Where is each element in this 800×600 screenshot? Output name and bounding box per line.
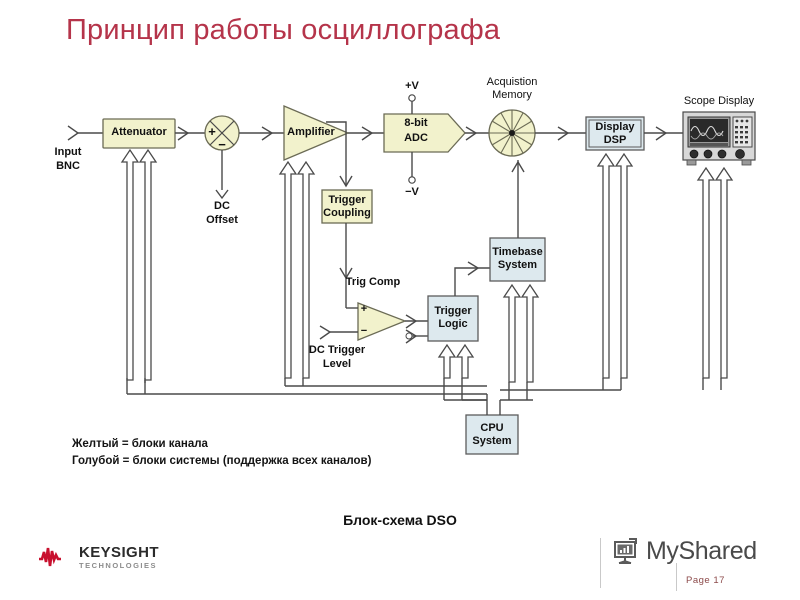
keysight-name: KEYSIGHT <box>79 544 159 561</box>
legend: Желтый = блоки канала Голубой = блоки си… <box>72 436 371 469</box>
diagram-caption: Блок-схема DSO <box>343 512 457 528</box>
amplifier-label: Amplifier <box>287 126 335 138</box>
summing-plus-label: + <box>208 124 216 139</box>
legend-line-yellow: Желтый = блоки канала <box>72 438 208 450</box>
adc-label-line1: 8-bit <box>404 117 428 129</box>
acquisition-memory-block <box>488 109 536 157</box>
amplifier-block <box>283 105 350 161</box>
wire-timebase-to-memory <box>511 160 525 238</box>
input-bnc-connector <box>67 125 103 141</box>
wire-coupling-to-comparator <box>339 223 353 308</box>
scope-display-label: Scope Display <box>683 95 755 107</box>
wire-memory-to-dsp <box>535 126 586 141</box>
supply-positive-label: +V <box>405 80 419 92</box>
cpu-system-label-line1: CPU <box>480 422 504 434</box>
scope-display-device <box>682 111 756 166</box>
acquisition-memory-label-line1: Acquistion <box>486 76 538 88</box>
myshared-name: MyShared <box>646 536 757 565</box>
page-title: Принцип работы осциллографа <box>66 14 501 46</box>
wire-amplifier-to-adc <box>348 126 384 141</box>
supply-negative-terminal <box>408 152 416 184</box>
wire-summing-to-amplifier <box>239 126 284 141</box>
attenuator-label: Attenuator <box>111 126 167 138</box>
trigger-coupling-label-line2: Coupling <box>323 207 371 219</box>
control-bus-to-display-dsp <box>500 152 634 391</box>
adc-block <box>383 113 466 153</box>
trigger-logic-label-line1: Trigger <box>434 305 472 317</box>
input-bnc-label-line2: BNC <box>56 160 80 172</box>
control-bus-to-attenuator <box>120 148 487 395</box>
trigger-coupling-label-line1: Trigger <box>328 194 366 206</box>
keysight-sub: TECHNOLOGIES <box>79 561 158 570</box>
supply-negative-label: −V <box>405 186 419 198</box>
myshared-page-divider <box>676 563 677 591</box>
control-bus-to-timebase <box>500 283 540 401</box>
control-bus-to-scope-display <box>696 166 734 390</box>
control-bus-to-trigger-logic <box>437 343 501 415</box>
display-dsp-label-line1: Display <box>595 121 635 133</box>
dc-trigger-level-label-line2: Level <box>322 358 352 370</box>
page-number: Page 17 <box>686 575 725 586</box>
wire-adc-to-memory <box>465 126 490 141</box>
trig-comp-label: Trig Comp <box>345 276 401 288</box>
wire-amplifier-to-trigger-coupling <box>326 121 353 188</box>
legend-line-blue: Голубой = блоки системы (поддержка всех … <box>72 454 372 467</box>
summing-minus-label: − <box>218 137 226 152</box>
dc-offset-label-line1: DC <box>214 200 230 212</box>
control-bus-to-amplifier <box>278 160 487 387</box>
wire-comparator-to-trigger-logic <box>405 314 428 344</box>
trigger-logic-block <box>427 295 479 342</box>
dc-offset-label-line2: Offset <box>206 214 238 226</box>
supply-positive-terminal <box>408 94 416 114</box>
myshared-logo: MyShared <box>600 536 757 588</box>
keysight-waveform-icon <box>39 548 61 567</box>
timebase-system-label-line1: Timebase <box>492 246 543 258</box>
myshared-presentation-icon <box>614 538 637 564</box>
acquisition-memory-label-line2: Memory <box>492 89 532 101</box>
adc-label-line2: ADC <box>404 132 428 144</box>
keysight-logo: KEYSIGHT TECHNOLOGIES <box>38 545 159 570</box>
input-bnc-label-line1: Input <box>54 146 82 158</box>
myshared-divider <box>600 538 601 588</box>
cpu-system-block <box>465 414 519 455</box>
dc-offset-connector <box>215 150 229 200</box>
timebase-system-label-line2: System <box>497 259 538 271</box>
wire-trigger-logic-to-timebase <box>454 261 490 296</box>
display-dsp-label-line2: DSP <box>603 134 627 146</box>
trig-comp-minus-label: − <box>360 325 368 337</box>
display-dsp-block <box>585 116 645 151</box>
trig-comp-block <box>319 302 413 341</box>
trig-comp-plus-label: + <box>360 303 368 315</box>
trigger-logic-label-line2: Logic <box>438 318 468 330</box>
wire-attenuator-to-summing <box>175 126 206 141</box>
cpu-system-label-line2: System <box>472 435 512 447</box>
trigger-coupling-block <box>321 189 373 224</box>
wire-dsp-to-scope <box>644 126 683 141</box>
dc-trigger-level-label-line1: DC Trigger <box>308 344 366 356</box>
